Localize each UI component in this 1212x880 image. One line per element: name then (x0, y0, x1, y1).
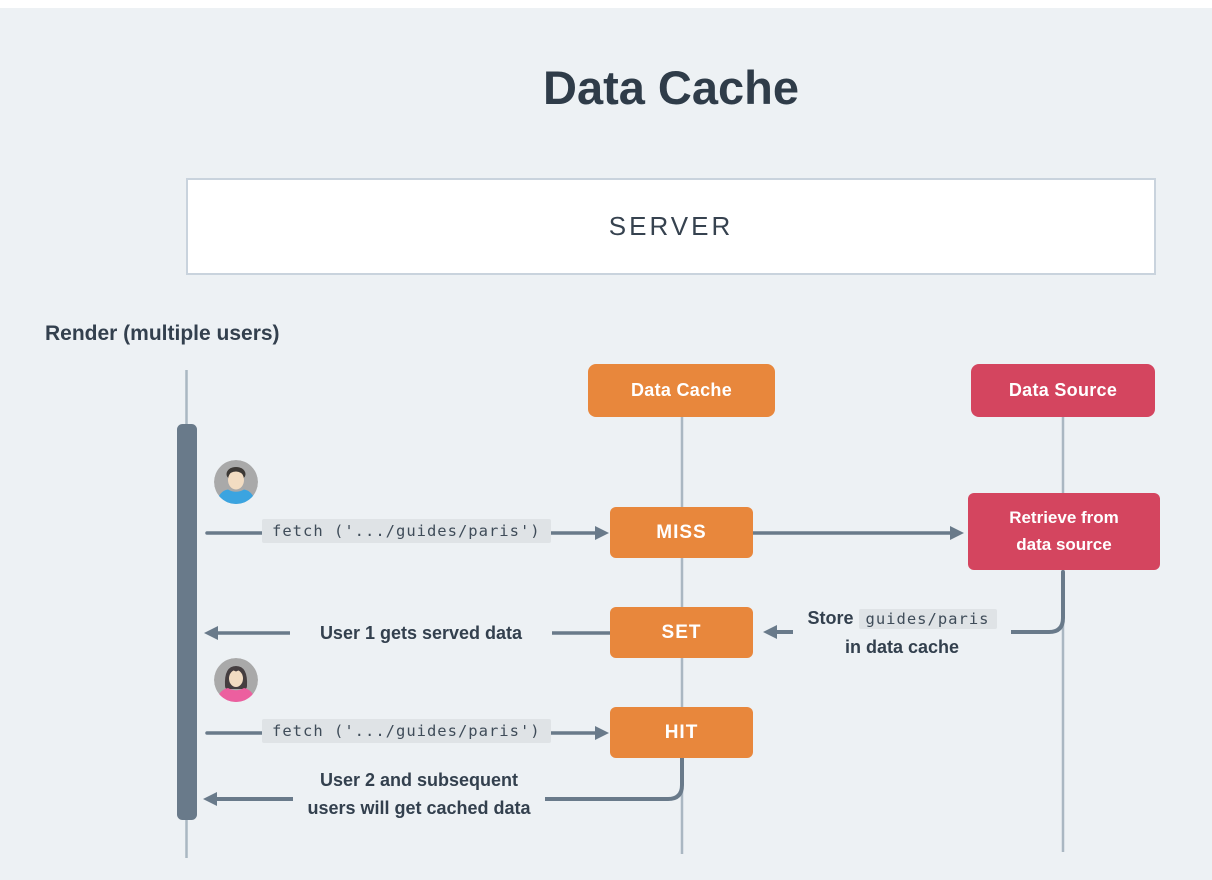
user2-cached-note: User 2 and subsequent users will get cac… (293, 766, 545, 822)
render-lane-label: Render (multiple users) (45, 322, 280, 345)
cache-miss-box: MISS (610, 507, 753, 558)
retrieve-line-1: Retrieve from (1009, 508, 1119, 528)
male-user-icon (214, 460, 258, 504)
arrowhead-hit-to-user2 (203, 792, 217, 806)
cache-hit-box: HIT (610, 707, 753, 758)
data-cache-header: Data Cache (588, 364, 775, 417)
arrowhead-store-to-set (763, 625, 777, 639)
cache-miss-label: MISS (656, 521, 707, 543)
fetch-call-label-user2: fetch ('.../guides/paris') (262, 719, 551, 743)
store-note-line-2: in data cache (844, 637, 960, 657)
data-cache-header-label: Data Cache (630, 380, 733, 400)
user1-served-note: User 1 gets served data (290, 617, 552, 649)
arrow-store-to-set-line (775, 570, 1065, 634)
server-container: SERVER (186, 178, 1156, 275)
arrowhead-fetch-user2 (595, 726, 609, 740)
arrowhead-miss-to-source (950, 526, 964, 540)
diagram-title: Data Cache (543, 61, 799, 114)
user2-note-line-2: users will get cached data (307, 798, 531, 818)
female-user-icon (214, 658, 258, 702)
user-2-avatar (214, 658, 258, 702)
retrieve-line-2: data source (1016, 534, 1112, 554)
arrowhead-fetch-user1 (595, 526, 609, 540)
data-source-header: Data Source (971, 364, 1155, 417)
user2-note-line-1: User 2 and subsequent (319, 770, 519, 790)
data-source-header-label: Data Source (1008, 380, 1118, 400)
fetch-call-label-user1: fetch ('.../guides/paris') (262, 519, 551, 543)
server-label: SERVER (608, 211, 734, 241)
retrieve-from-source-box: Retrieve from data source (968, 493, 1160, 570)
store-in-cache-note: Store guides/paris in data cache (793, 604, 1011, 661)
arrowhead-set-to-user1 (204, 626, 218, 640)
store-note-code: guides/paris (858, 609, 997, 629)
user-1-avatar (214, 460, 258, 504)
store-note-prefix: Store (807, 608, 854, 628)
store-note-line-1: Store guides/paris (793, 604, 1011, 633)
cache-set-label: SET (661, 621, 702, 643)
top-white-strip (0, 0, 1212, 8)
activation-bar (177, 424, 197, 820)
cache-set-box: SET (610, 607, 753, 658)
cache-hit-label: HIT (664, 721, 699, 743)
arrow-hit-to-user2-line (215, 756, 684, 801)
